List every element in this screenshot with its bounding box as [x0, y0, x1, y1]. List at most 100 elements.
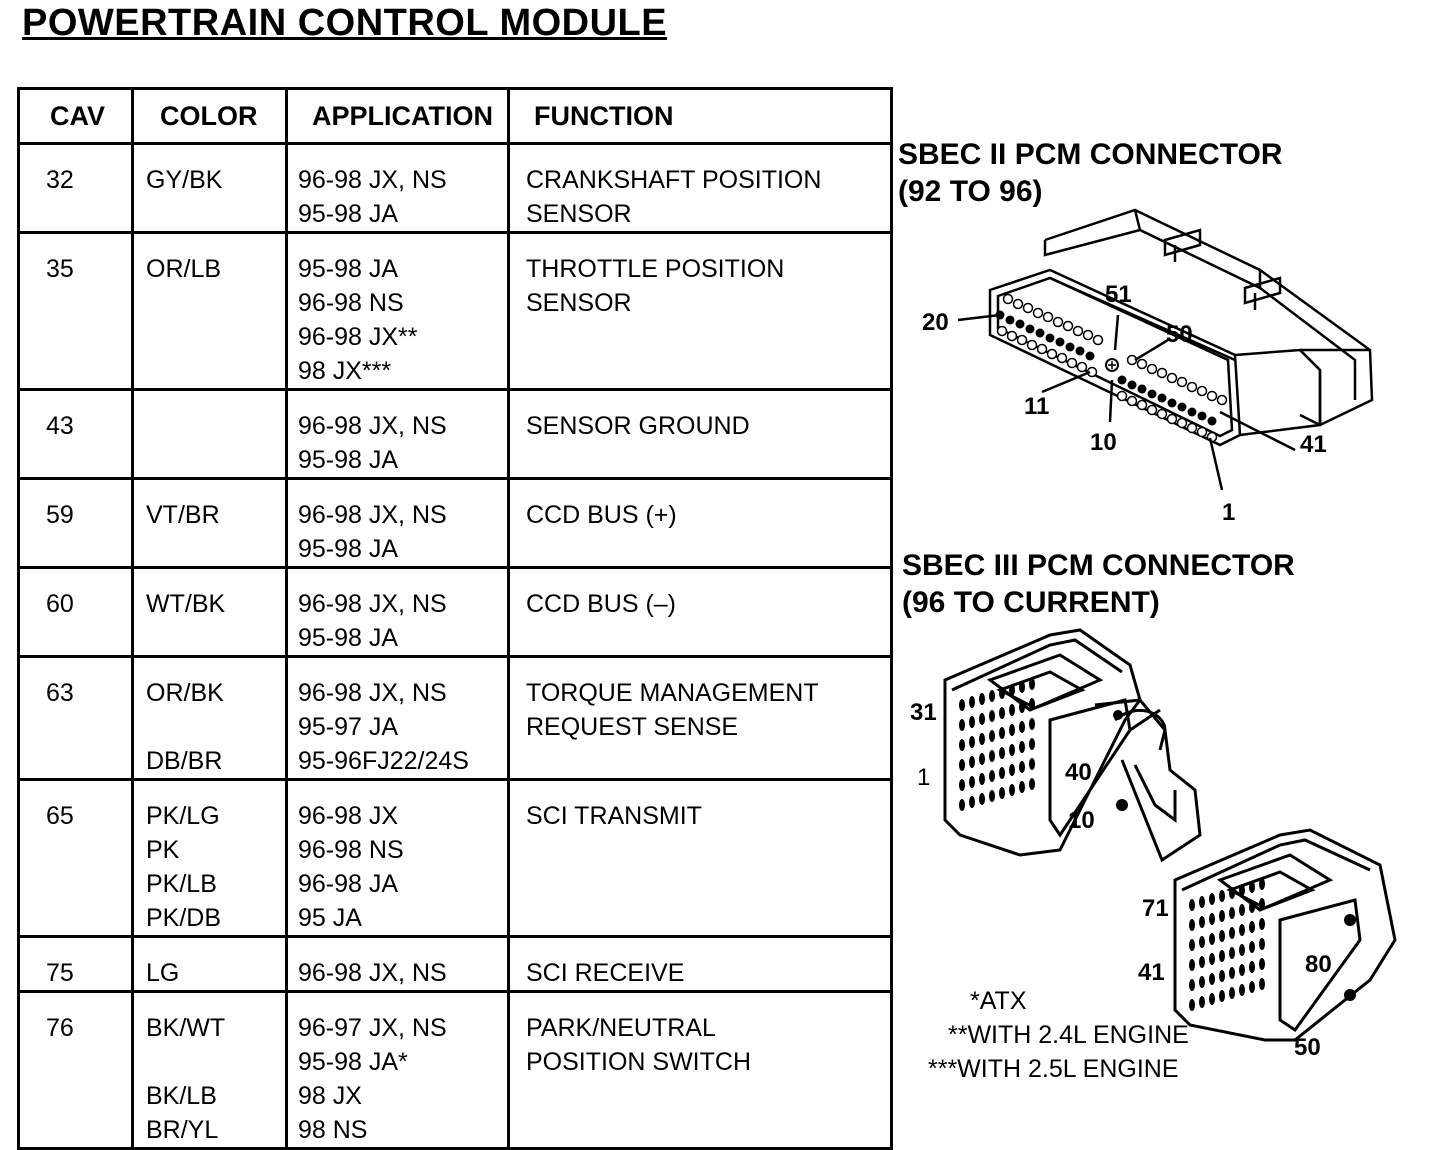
- application-value: 96-98 NS: [298, 836, 404, 864]
- cell-function: SENSOR GROUND: [507, 388, 893, 480]
- sbec2-leader-lines: [957, 313, 1296, 491]
- sbec2-pin-51: 51: [1105, 281, 1132, 308]
- application-value: 96-98 JX: [298, 802, 399, 830]
- cell-color: VT/BR: [131, 477, 288, 569]
- cell-color: OR/LB: [131, 231, 288, 391]
- cell-color: WT/BK: [131, 566, 288, 658]
- cell-application: 96-97 JX, NS 95-98 JA* 98 JX 98 NS: [285, 990, 510, 1150]
- page-title: POWERTRAIN CONTROL MODULE: [22, 2, 668, 44]
- application-value: 98 NS: [298, 1116, 368, 1144]
- function-value: SENSOR: [526, 200, 632, 228]
- cell-function: THROTTLE POSITION SENSOR: [507, 231, 893, 391]
- sbec2-title-line2: (92 TO 96): [898, 175, 1043, 208]
- color-value: PK/LB: [146, 870, 217, 898]
- color-value: [146, 409, 285, 443]
- application-value: 96-97 JX, NS: [298, 1014, 447, 1042]
- application-value: 95-98 JA: [298, 535, 399, 563]
- sbec3-pin-1: 1: [917, 764, 930, 791]
- application-value: 95-98 JA*: [298, 1048, 408, 1076]
- application-value: 96-98 JX, NS: [298, 166, 447, 194]
- cell-application: 96-98 JX 96-98 NS 96-98 JA 95 JA: [285, 778, 510, 938]
- sbec2-pin-field: [995, 293, 1228, 443]
- cav-value: 75: [46, 959, 74, 987]
- sbec2-pin-41: 41: [1300, 431, 1327, 458]
- cell-application: 96-98 JX, NS: [285, 935, 510, 993]
- application-value: 96-98 JX, NS: [298, 679, 447, 707]
- sbec3-connector-b-pins: [1189, 878, 1356, 1011]
- sbec3-pin-31: 31: [910, 699, 937, 726]
- cell-function: SCI RECEIVE: [507, 935, 893, 993]
- sbec3-pin-50: 50: [1294, 1034, 1321, 1060]
- application-value: 98 JX: [298, 1082, 362, 1110]
- cav-value: 60: [46, 590, 74, 618]
- table-row: 75 LG 96-98 JX, NS SCI RECEIVE: [17, 935, 893, 993]
- sbec2-title-line1: SBEC II PCM CONNECTOR: [898, 138, 1283, 171]
- cell-function: TORQUE MANAGEMENT REQUEST SENSE: [507, 655, 893, 781]
- color-value: OR/LB: [146, 255, 222, 283]
- application-value: 96-98 JA: [298, 870, 399, 898]
- cav-value: 32: [46, 166, 74, 194]
- cell-color: LG: [131, 935, 288, 993]
- color-value: VT/BR: [146, 501, 220, 529]
- sbec3-title: SBEC III PCM CONNECTOR (96 TO CURRENT): [902, 547, 1295, 621]
- cell-cav: 35: [17, 231, 134, 391]
- cell-color: [131, 388, 288, 480]
- function-value: SCI RECEIVE: [526, 959, 685, 987]
- function-value: SENSOR: [526, 289, 632, 317]
- function-value: THROTTLE POSITION: [526, 255, 785, 283]
- application-value: 95 JA: [298, 904, 362, 932]
- sbec2-pin-50: 50: [1166, 321, 1193, 348]
- color-value: BK/WT: [146, 1014, 226, 1042]
- color-value: [146, 710, 285, 744]
- color-value: BK/LB: [146, 1082, 217, 1110]
- color-value: PK: [146, 836, 180, 864]
- sbec3-pin-10: 10: [1068, 807, 1095, 834]
- function-value: REQUEST SENSE: [526, 713, 739, 741]
- cell-cav: 75: [17, 935, 134, 993]
- function-value: TORQUE MANAGEMENT: [526, 679, 819, 707]
- function-value: SENSOR GROUND: [526, 412, 750, 440]
- color-value: [146, 1045, 285, 1079]
- header-cav: CAV: [17, 87, 134, 145]
- sbec2-pin-10: 10: [1090, 429, 1117, 456]
- color-value: DB/BR: [146, 747, 223, 775]
- application-value: 96-98 JX, NS: [298, 959, 447, 987]
- cell-function: CCD BUS (+): [507, 477, 893, 569]
- color-value: WT/BK: [146, 590, 226, 618]
- function-value: SCI TRANSMIT: [526, 802, 702, 830]
- application-value: 96-98 JX, NS: [298, 412, 447, 440]
- cell-cav: 32: [17, 142, 134, 234]
- cav-value: 35: [46, 255, 74, 283]
- color-value: LG: [146, 959, 180, 987]
- cav-value: 65: [46, 802, 74, 830]
- sbec3-title-line1: SBEC III PCM CONNECTOR: [902, 549, 1295, 582]
- function-value: CCD BUS (+): [526, 501, 677, 529]
- sbec3-pin-41: 41: [1138, 959, 1165, 986]
- function-value: POSITION SWITCH: [526, 1048, 751, 1076]
- header-function: FUNCTION: [507, 87, 893, 145]
- color-value: PK/DB: [146, 904, 222, 932]
- cell-cav: 60: [17, 566, 134, 658]
- application-value: 95-98 JA: [298, 255, 399, 283]
- cell-cav: 76: [17, 990, 134, 1150]
- cell-cav: 65: [17, 778, 134, 938]
- sbec3-pin-40: 40: [1065, 759, 1092, 786]
- function-value: CCD BUS (–): [526, 590, 677, 618]
- sbec3-pin-71: 71: [1142, 895, 1169, 922]
- application-value: 95-97 JA: [298, 713, 399, 741]
- cav-value: 43: [46, 412, 74, 440]
